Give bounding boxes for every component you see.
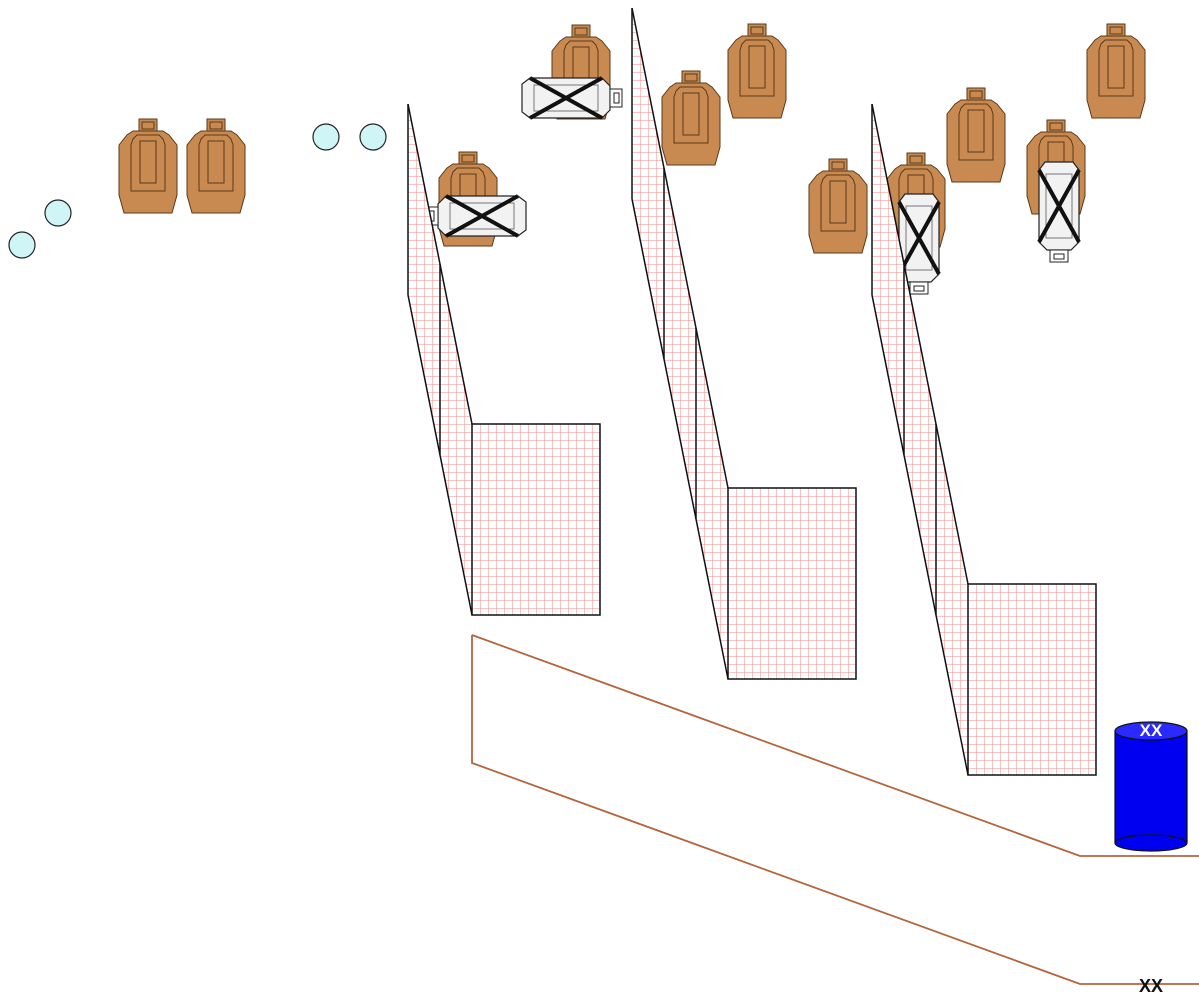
wall-1 <box>407 103 601 616</box>
paper-target-icon <box>661 70 721 166</box>
barrel-icon: XX <box>1114 721 1188 852</box>
paper-target-icon <box>1086 23 1146 119</box>
wall-3 <box>871 103 1097 776</box>
paper-target-icon <box>118 118 178 214</box>
no-shoot-icon <box>1037 160 1081 264</box>
paper-target-icon <box>186 118 246 214</box>
paper-target-icon <box>727 23 787 119</box>
barrel-label: XX <box>1140 721 1163 740</box>
steel-plate-icon <box>359 123 387 151</box>
wall-2 <box>631 7 857 680</box>
steel-plate-icon <box>8 231 36 259</box>
steel-plate-icon <box>44 199 72 227</box>
no-shoot-icon <box>424 194 528 238</box>
paper-target-icon <box>946 87 1006 183</box>
paper-target-icon <box>808 158 868 254</box>
no-shoot-icon <box>520 76 624 120</box>
steel-plate-icon <box>312 123 340 151</box>
ground-label: XX <box>1139 976 1163 994</box>
shooting-area-boundary <box>471 634 1199 985</box>
